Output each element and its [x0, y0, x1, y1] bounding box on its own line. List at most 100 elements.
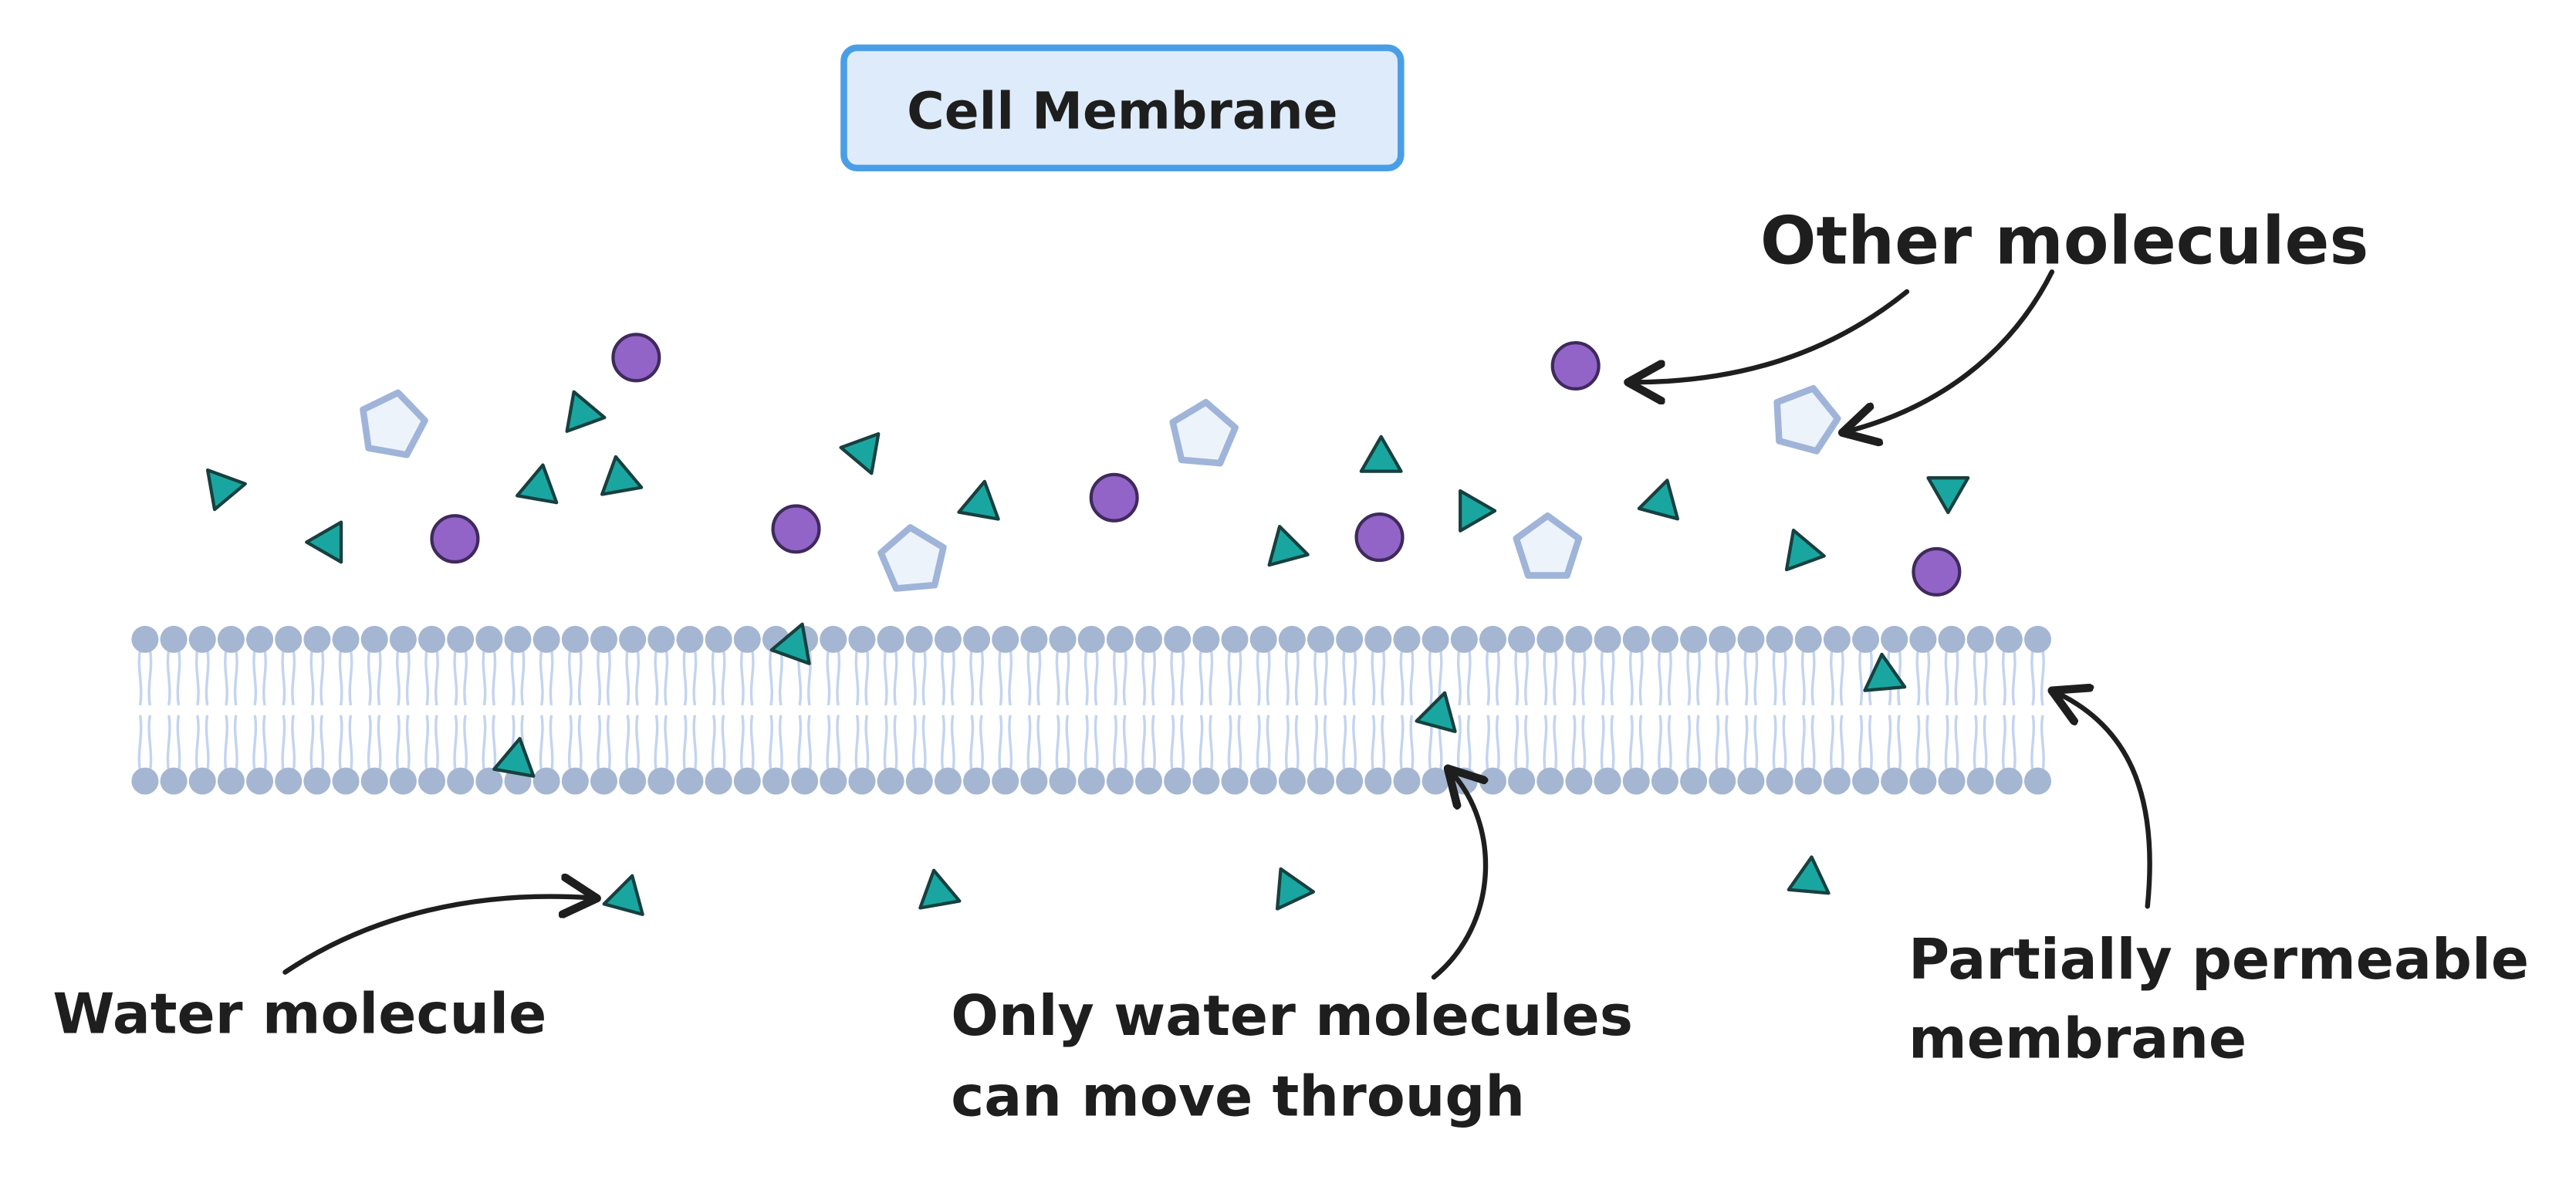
lipid-tail: [1925, 648, 1931, 706]
lipid-tail: [224, 648, 228, 706]
lipid-tail: [998, 715, 1003, 772]
lipid-tail: [166, 648, 171, 706]
lipid-head: [1164, 625, 1192, 653]
lipid-tail: [1725, 648, 1730, 706]
lipid-tail: [682, 715, 688, 772]
lipid-tail: [854, 715, 860, 772]
lipid-head: [1852, 625, 1880, 653]
lipid-head: [1020, 767, 1048, 795]
lipid-tail: [1983, 648, 1988, 706]
lipid-tail: [1323, 648, 1328, 706]
lipid-tail: [711, 648, 716, 706]
lipid-tail: [1983, 715, 1988, 772]
lipid-tail: [1151, 648, 1156, 706]
lipid-tail: [1897, 715, 1902, 772]
lipid-tail: [1180, 715, 1185, 772]
water-molecule-icon: [602, 874, 644, 916]
lipid-head: [590, 767, 618, 795]
arrows-layer: [282, 269, 2152, 980]
lipid-tail: [1266, 715, 1271, 772]
lipid-head: [504, 625, 532, 653]
lipid-tail: [1944, 648, 1949, 706]
lipid-tail: [826, 715, 831, 772]
lipid-head: [1508, 767, 1536, 795]
lipid-tail: [1381, 715, 1386, 772]
lipid-head: [275, 767, 303, 795]
lipid-head: [1680, 625, 1708, 653]
lipid-tail: [1294, 648, 1300, 706]
other-molecule-pentagon-icon: [1773, 384, 1841, 455]
lipid-tail: [1170, 648, 1175, 706]
other-molecule-circle-icon: [1354, 512, 1405, 563]
lipid-tail: [739, 648, 745, 706]
lipid-head: [1737, 625, 1765, 653]
lipid-tail: [482, 648, 487, 706]
lipid-tail: [176, 648, 181, 706]
water-molecule-icon: [769, 622, 811, 665]
lipid-tail: [224, 715, 228, 772]
lipid-head: [389, 625, 417, 653]
lipid-tail: [281, 648, 286, 706]
water-molecule-icon: [1787, 855, 1831, 895]
lipid-head: [1049, 767, 1077, 795]
arrow-to-pentagon: [1846, 269, 2055, 431]
lipid-head: [1106, 767, 1134, 795]
lipid-tail: [606, 715, 611, 772]
lipid-head: [1336, 625, 1364, 653]
lipid-tail: [1581, 648, 1587, 706]
lipid-tail: [205, 648, 210, 706]
lipid-tail: [1658, 648, 1662, 706]
lipid-tail: [911, 648, 917, 706]
lipid-head: [733, 767, 761, 795]
lipid-tail: [577, 715, 583, 772]
lipid-head: [1106, 625, 1134, 653]
title-box: Cell Membrane: [840, 44, 1405, 172]
lipid-tail: [1399, 648, 1405, 706]
lipid-head: [705, 767, 732, 795]
label-membrane-line2: membrane: [1908, 1007, 2246, 1072]
lipid-tail: [1237, 715, 1242, 772]
lipid-tail: [635, 648, 641, 706]
lipid-tail: [921, 648, 927, 706]
lipid-tail: [405, 715, 411, 772]
label-only-water-line2: can move through: [951, 1064, 1525, 1129]
lipid-tail: [1113, 715, 1117, 772]
lipid-tail: [194, 648, 200, 706]
lipid-head: [275, 625, 303, 653]
lipid-tail: [396, 648, 401, 706]
lipid-tail: [396, 715, 401, 772]
lipid-tail: [1313, 715, 1319, 772]
lipid-tail: [424, 715, 430, 772]
lipid-head: [1020, 625, 1048, 653]
diagram-title: Cell Membrane: [907, 82, 1337, 141]
lipid-head: [1594, 625, 1621, 653]
lipid-head: [676, 625, 704, 653]
other-molecule-pentagon-icon: [1169, 398, 1239, 467]
lipid-tail: [1753, 715, 1759, 772]
lipid-tail: [921, 715, 927, 772]
lipid-tail: [1266, 648, 1271, 706]
label-membrane-line1: Partially permeable: [1908, 928, 2529, 993]
lipid-tail: [1486, 648, 1490, 706]
lipid-tail: [1371, 648, 1376, 706]
lipid-head: [131, 767, 159, 795]
lipid-tail: [1610, 715, 1615, 772]
lipid-tail: [194, 715, 200, 772]
lipid-head: [1709, 767, 1736, 795]
lipid-tail: [2011, 715, 2017, 772]
other-molecule-circle-icon: [611, 333, 661, 383]
lipid-tail: [1036, 648, 1042, 706]
lipid-head: [2023, 625, 2052, 653]
other-molecule-circle-icon: [771, 504, 821, 554]
lipid-head: [934, 625, 962, 653]
lipid-tail: [597, 715, 602, 772]
other-molecule-circle-icon: [430, 514, 480, 564]
lipid-tail: [911, 715, 917, 772]
lipid-tail: [1094, 715, 1099, 772]
lipid-tail: [1715, 715, 1720, 772]
lipid-tail: [1810, 648, 1816, 706]
lipid-tail: [1868, 715, 1873, 772]
lipid-tail: [2030, 715, 2036, 772]
lipid-tail: [941, 715, 945, 772]
arrow-to-membrane-gap: [1431, 771, 1486, 980]
